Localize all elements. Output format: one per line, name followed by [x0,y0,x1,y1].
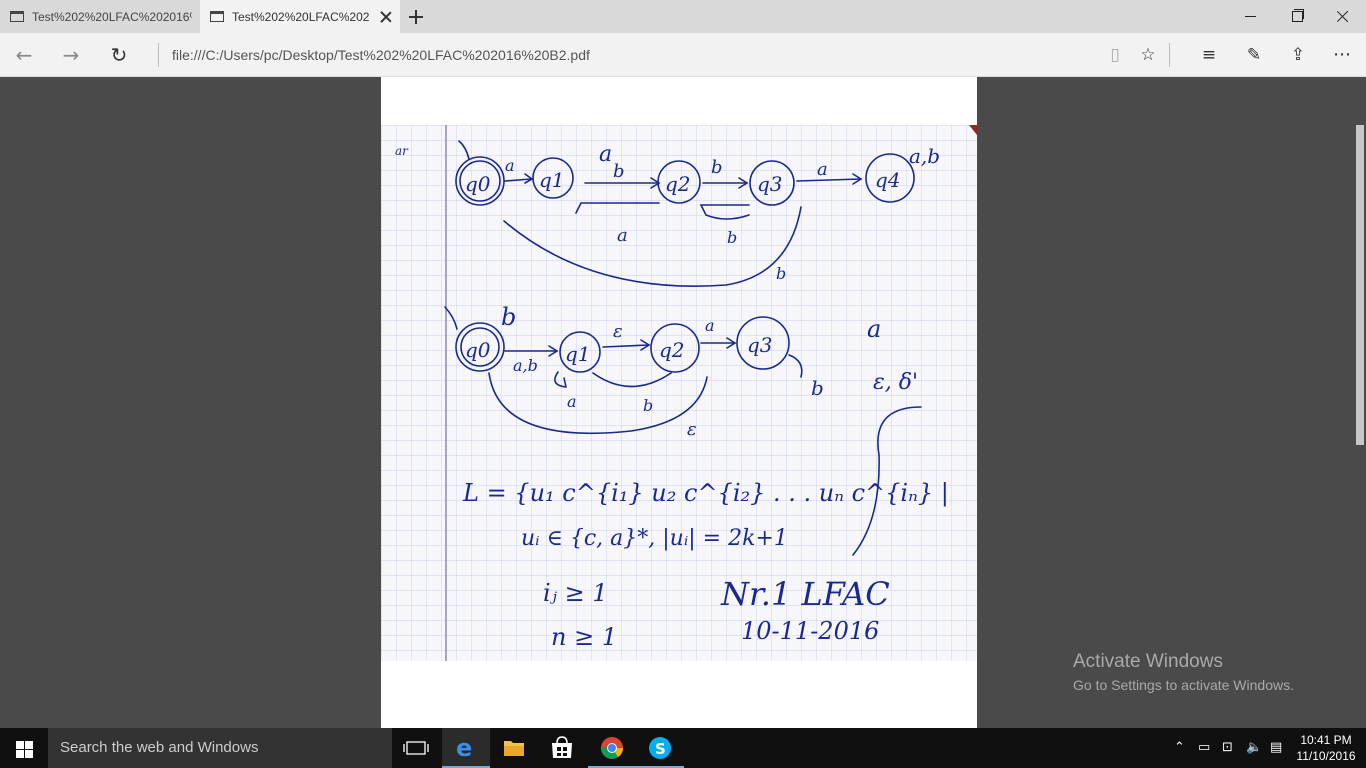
transition-label: b [613,161,625,182]
taskbar-search-box[interactable]: Search the web and Windows [48,728,392,768]
close-window-button[interactable] [1320,0,1366,33]
state-label: q1 [565,342,591,366]
close-tab-icon[interactable] [378,9,394,25]
url-field[interactable]: file:///C:/Users/pc/Desktop/Test%202%20L… [172,47,590,63]
tab-title: Test%202%20LFAC%202 [232,9,370,24]
hub-icon[interactable]: ≡ [1201,45,1217,65]
share-icon[interactable]: ⇪ [1290,45,1306,65]
toolbar-divider [1169,43,1170,67]
state-label: q4 [875,168,901,192]
transition-label: b [643,396,653,415]
tab-strip: Test%202%20LFAC%202016% Test%202%20LFAC%… [0,0,1366,33]
transition-label: b [776,264,786,283]
file-explorer-icon[interactable] [490,728,538,768]
clock-time: 10:41 PM [1300,733,1352,747]
side-note: a [867,315,881,343]
store-icon[interactable] [538,728,586,768]
transition-label: ε [687,419,697,440]
edge-browser-icon[interactable]: e [442,728,490,768]
tab-title: Test%202%20LFAC%202016% [32,9,192,24]
transition-label: ε [613,321,623,342]
scrollbar[interactable] [1354,77,1366,728]
language-definition-line: L = {u₁ c^{i₁} u₂ c^{i₂} . . . uₙ c^{iₙ}… [462,479,949,508]
reading-view-icon[interactable]: ▯ [1110,45,1120,65]
forward-arrow-icon[interactable]: → [62,43,80,67]
page-icon [210,11,224,22]
transition-label: a [567,392,577,411]
battery-icon[interactable]: ▭ [1198,740,1211,755]
activation-watermark-subtitle: Go to Settings to activate Windows. [1073,677,1294,693]
transition-label: a [505,156,515,175]
task-view-icon[interactable] [392,728,440,768]
taskbar: Search the web and Windows e S ⌃ ▭ ⊡ 🔈 ▤… [0,728,1366,768]
transition-label: b [811,376,824,400]
tab-pdf-2-active[interactable]: Test%202%20LFAC%202 [200,0,400,33]
footer-title: Nr.1 LFAC [720,575,890,613]
transition-label: a [599,142,612,167]
transition-label: a [817,159,828,180]
web-note-icon[interactable]: ✎ [1246,45,1262,65]
side-note: ε, δ' [873,370,918,395]
state-label: q3 [757,172,783,196]
chrome-icon[interactable] [588,728,636,768]
restore-button[interactable] [1274,0,1320,33]
state-label: q0 [465,338,491,362]
language-definition-line: uᵢ ∈ {c, a}*, |uᵢ| = 2k+1 [521,526,788,551]
state-label: q0 [465,172,491,196]
clock-date: 11/10/2016 [1296,749,1356,763]
new-tab-icon[interactable] [404,5,428,29]
windows-start-icon[interactable] [0,728,48,768]
state-label: q2 [659,338,685,362]
footer-date: 10-11-2016 [741,617,879,645]
language-definition-line: n ≥ 1 [551,623,617,651]
notifications-icon[interactable]: ▤ [1270,740,1283,755]
network-icon[interactable]: ⊡ [1222,740,1233,755]
volume-icon[interactable]: 🔈 [1246,740,1263,755]
scrollbar-thumb[interactable] [1356,125,1364,445]
state-label: q3 [747,333,773,357]
pdf-page: ar q0 q1 q2 q3 q4 a a b b a a b b a,b q0… [381,77,977,728]
activation-watermark-title: Activate Windows [1073,651,1223,672]
back-arrow-icon[interactable]: ← [15,43,33,67]
taskbar-clock[interactable]: 10:41 PM 11/10/2016 [1294,732,1358,764]
favorite-star-icon[interactable]: ☆ [1140,45,1156,65]
show-hidden-icons-icon[interactable]: ⌃ [1174,740,1185,755]
svg-text:S: S [655,740,666,758]
skype-icon[interactable]: S [636,728,684,768]
margin-mark: ar [395,144,409,158]
transition-label: a,b [513,356,538,375]
scanned-handwriting: ar q0 q1 q2 q3 q4 a a b b a a b b a,b q0… [381,125,977,661]
state-label: q1 [539,168,565,192]
minimize-button[interactable] [1228,0,1274,33]
language-definition-line: iⱼ ≥ 1 [543,579,608,607]
transition-label: b [727,228,737,247]
state-label: q2 [665,172,691,196]
refresh-icon[interactable]: ↻ [110,43,128,67]
transition-label: a [617,225,628,246]
svg-text:e: e [456,734,472,762]
tab-pdf-1[interactable]: Test%202%20LFAC%202016% [0,0,200,33]
transition-label: b [501,303,516,331]
transition-label: a [705,316,715,335]
url-divider [158,43,159,67]
transition-label: b [711,157,723,178]
transition-label: a,b [909,144,940,168]
address-bar: ← → ↻ file:///C:/Users/pc/Desktop/Test%2… [0,33,1366,77]
more-icon[interactable]: ⋯ [1333,44,1351,65]
page-icon [10,11,24,22]
pdf-viewer: ar q0 q1 q2 q3 q4 a a b b a a b b a,b q0… [0,77,1366,728]
